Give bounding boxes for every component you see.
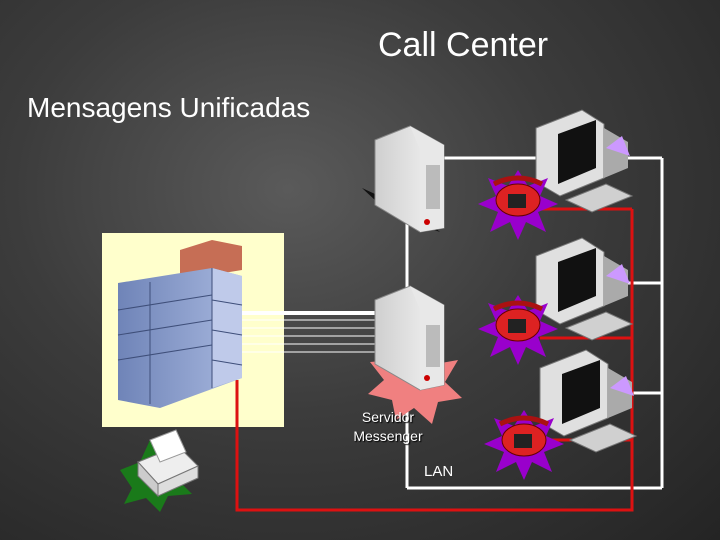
diagram-subtitle: Mensagens Unificadas bbox=[27, 92, 311, 123]
telephone-icon-1 bbox=[478, 170, 558, 240]
pbx-cabinet-icon bbox=[117, 240, 243, 408]
workstation-icon-2 bbox=[535, 237, 634, 341]
server-messenger-icon bbox=[374, 285, 445, 391]
workstation-icon-3 bbox=[539, 349, 638, 453]
server-messenger-label: Servidor Messenger bbox=[353, 409, 423, 444]
diagram-title: Call Center bbox=[378, 26, 549, 64]
pbx-server-link bbox=[240, 319, 375, 353]
workstation-icon-1 bbox=[535, 109, 634, 213]
telephone-icon-2 bbox=[478, 295, 558, 365]
fax-machine-icon bbox=[137, 429, 199, 498]
server-tower-icon bbox=[362, 125, 445, 233]
lan-label: LAN bbox=[424, 463, 454, 480]
telephone-icon-3 bbox=[484, 410, 564, 480]
